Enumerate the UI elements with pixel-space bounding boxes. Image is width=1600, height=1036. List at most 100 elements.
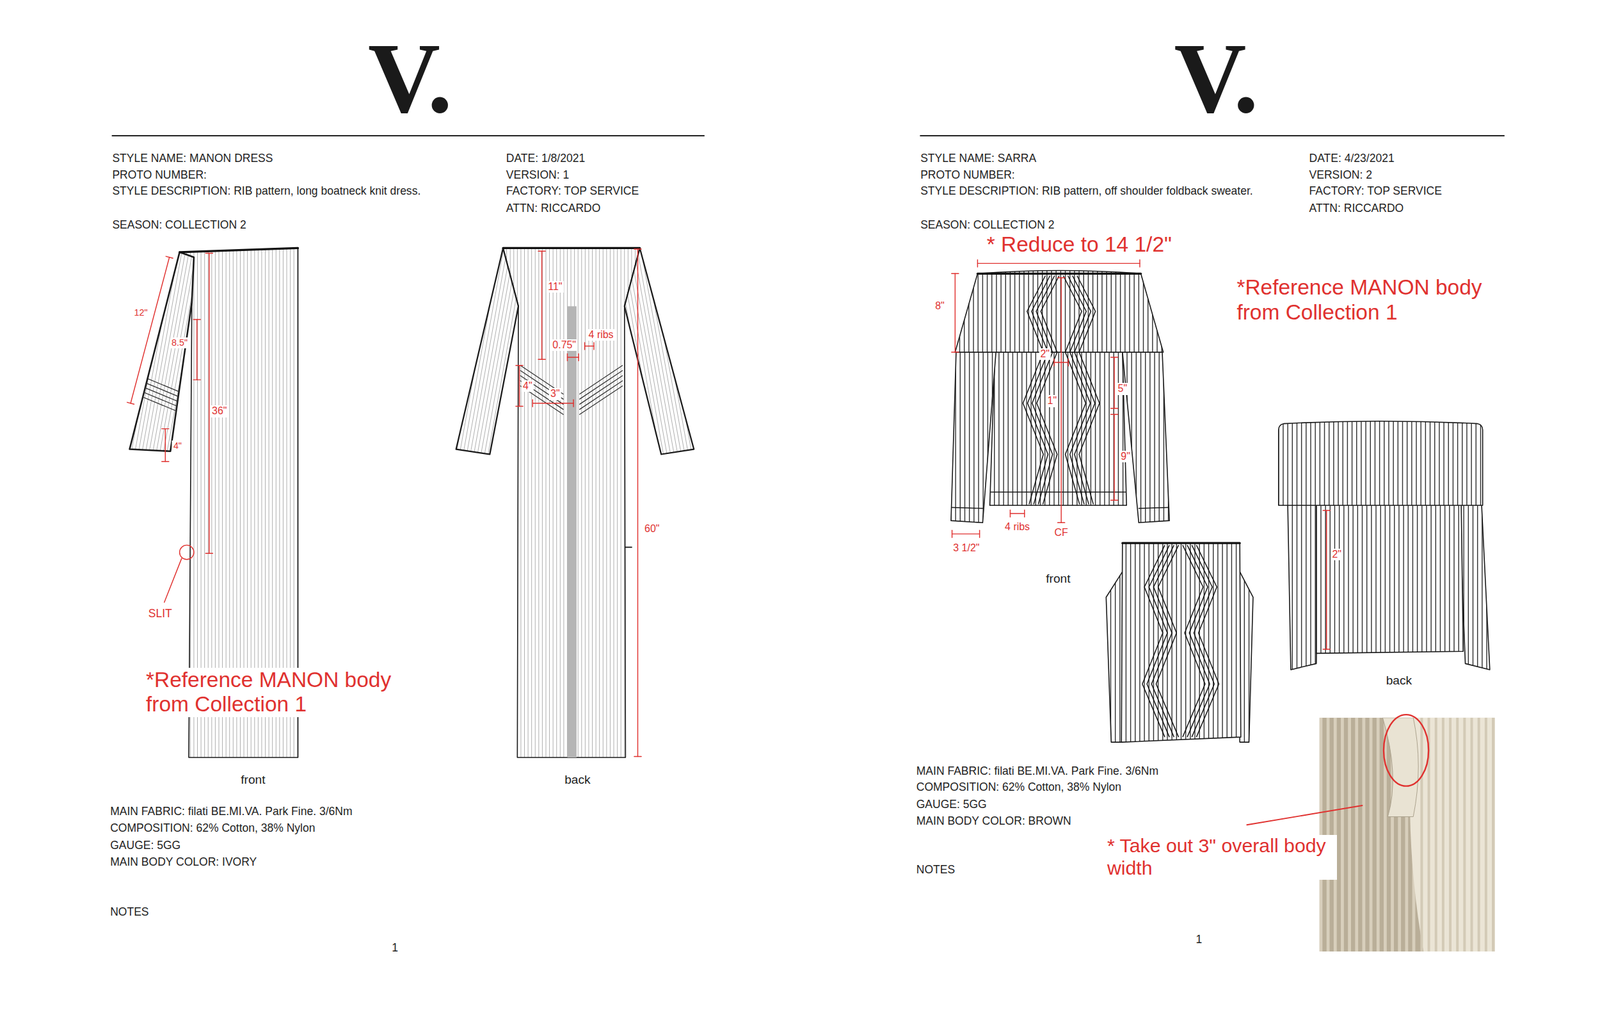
rib-line xyxy=(1352,503,1353,656)
dimension-tick xyxy=(634,248,642,249)
rib-line xyxy=(1421,503,1423,656)
dimension-tick xyxy=(951,351,959,352)
rib-line xyxy=(1292,503,1293,672)
rib-line xyxy=(599,245,600,760)
rib-line xyxy=(1057,350,1059,508)
rib-line xyxy=(704,245,743,456)
rib-line xyxy=(1444,503,1446,656)
rib-line xyxy=(1365,418,1366,507)
knit-rib xyxy=(1347,717,1352,952)
rib-line xyxy=(1185,540,1186,744)
rib-line xyxy=(977,350,979,525)
chevron-line xyxy=(579,385,623,415)
spec-field: MAIN BODY COLOR: IVORY xyxy=(110,855,257,868)
rib-line xyxy=(1143,540,1145,744)
rib-pattern xyxy=(1274,418,1486,507)
rib-line xyxy=(1072,350,1073,508)
rib-line xyxy=(1148,540,1150,744)
rib-line xyxy=(959,268,960,354)
rib-line xyxy=(1360,418,1362,507)
rib-line xyxy=(602,245,604,760)
rib-line xyxy=(1470,418,1472,507)
rib-line xyxy=(412,245,451,456)
rib-line xyxy=(1095,350,1096,508)
rib-line xyxy=(426,245,465,456)
rib-line xyxy=(986,268,988,354)
rib-pattern xyxy=(583,245,771,456)
rib-line xyxy=(609,245,611,760)
rib-line xyxy=(1429,418,1431,507)
dimension-line xyxy=(637,248,639,756)
view-caption: 1 xyxy=(391,940,399,954)
view-caption: 1 xyxy=(1196,932,1203,946)
dimension-line xyxy=(130,257,170,404)
cable-pattern xyxy=(1142,544,1165,737)
rib-line xyxy=(613,245,615,760)
spec-field: FACTORY: TOP SERVICE xyxy=(506,184,639,198)
rib-line xyxy=(401,245,440,456)
rib-line xyxy=(1115,268,1117,354)
garment-outline xyxy=(624,247,694,454)
dimension-label: 60" xyxy=(643,522,661,535)
rib-pattern xyxy=(1283,503,1320,672)
view-caption: front xyxy=(240,772,265,787)
rib-line xyxy=(1105,268,1107,354)
dimension-tick xyxy=(127,401,135,404)
rib-line xyxy=(134,250,171,454)
rib-line xyxy=(484,245,523,456)
view-caption: back xyxy=(564,772,591,787)
rib-line xyxy=(1138,268,1140,354)
rib-line xyxy=(519,245,558,456)
rib-line xyxy=(1383,418,1385,507)
garment-fill xyxy=(1278,421,1483,506)
rib-line xyxy=(1063,350,1064,508)
rib-line xyxy=(733,245,772,456)
rib-line xyxy=(102,250,139,454)
dimension-tick xyxy=(1057,522,1065,523)
revision-note: * Reduce to 14 1/2" xyxy=(986,232,1172,258)
rib-line xyxy=(597,245,636,456)
rib-line xyxy=(384,245,422,456)
rib-line xyxy=(995,268,997,354)
spec-field: NOTES xyxy=(110,904,149,918)
rib-line xyxy=(1475,418,1477,507)
rib-line xyxy=(1116,540,1117,744)
rib-pattern xyxy=(376,245,558,456)
rib-line xyxy=(722,245,761,456)
rib-line xyxy=(611,245,650,456)
rib-line xyxy=(1096,268,1098,354)
rib-line xyxy=(690,245,729,456)
rib-line xyxy=(711,245,750,456)
rib-line xyxy=(964,350,966,525)
rib-line xyxy=(1314,503,1316,672)
rib-line xyxy=(1053,350,1055,508)
dimension-tick xyxy=(951,273,959,274)
rib-line xyxy=(1172,350,1174,525)
rib-line xyxy=(577,245,579,760)
dimension-line xyxy=(1009,512,1024,514)
garment-fill xyxy=(1122,352,1170,523)
spec-field: PROTO NUMBER: xyxy=(920,168,1016,182)
rib-line xyxy=(394,245,433,456)
dimension-line xyxy=(567,356,579,358)
sample-photo xyxy=(1319,717,1496,952)
dimension-label: 3" xyxy=(549,387,562,400)
rib-line xyxy=(657,245,696,456)
rib-line xyxy=(1334,503,1336,656)
chevron-line xyxy=(579,380,623,410)
photo-ground xyxy=(1319,717,1496,952)
rib-line xyxy=(991,268,992,354)
rib-line xyxy=(487,245,526,456)
dimension-label: 8.5" xyxy=(170,337,189,348)
rib-line xyxy=(1440,503,1441,656)
rib-line xyxy=(556,245,557,760)
rib-line xyxy=(59,250,96,454)
rib-line xyxy=(1014,268,1016,354)
rib-line xyxy=(1104,350,1105,508)
rib-line xyxy=(977,268,979,354)
rib-line xyxy=(590,245,628,456)
rib-line xyxy=(1319,418,1321,507)
knit-rib xyxy=(1491,717,1495,952)
spec-field: GAUGE: 5GG xyxy=(110,838,181,852)
garment-outline xyxy=(1122,352,1170,523)
